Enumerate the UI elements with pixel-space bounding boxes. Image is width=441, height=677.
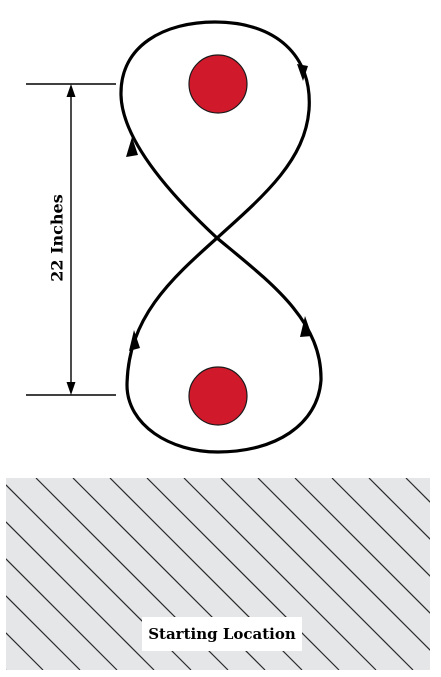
start-label-box	[142, 617, 302, 651]
figure-eight-path	[119, 20, 323, 454]
hatch-line	[331, 478, 430, 577]
hatch-line	[6, 632, 44, 670]
hatch-line	[6, 521, 155, 670]
hatch-line	[6, 595, 81, 670]
start-label: Starting Location	[148, 625, 296, 643]
direction-arrow-right-top-icon	[297, 64, 308, 81]
hatch-line	[146, 478, 340, 670]
direction-arrow-left-upper-icon	[126, 137, 138, 157]
hatch-line	[183, 478, 377, 670]
bottom-marker	[188, 366, 248, 426]
zone-hatching	[6, 478, 430, 670]
dimension-arrow-down-icon	[66, 382, 76, 395]
hatch-line	[368, 478, 430, 540]
hatch-line	[294, 478, 430, 614]
hatch-line	[220, 478, 414, 670]
dimension-arrow-up-icon	[66, 84, 76, 97]
hatch-line	[6, 669, 7, 670]
hatch-line	[6, 558, 118, 670]
dimension-label: 22 Inches	[48, 194, 67, 282]
hatch-line	[257, 478, 430, 651]
dimension-indicator	[26, 83, 116, 396]
direction-arrow-right-lower-icon	[300, 316, 312, 337]
direction-arrow-left-lower-icon	[129, 330, 140, 351]
top-marker	[188, 54, 248, 114]
starting-location-zone: Starting Location	[6, 478, 430, 670]
